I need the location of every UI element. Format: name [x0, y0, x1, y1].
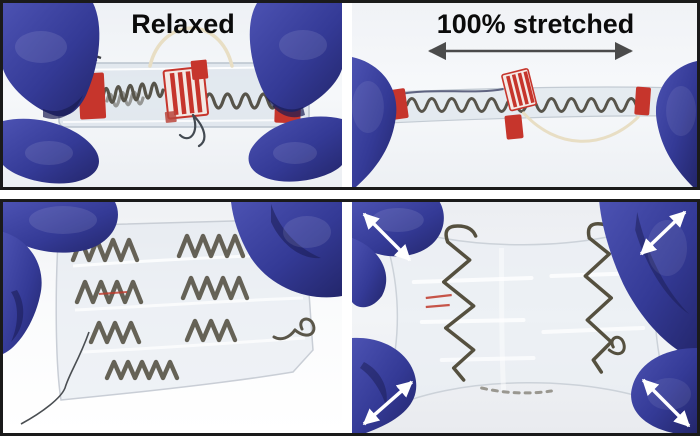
red-tab: [504, 114, 524, 140]
red-marks: [425, 293, 452, 309]
top-row: Relaxed: [0, 0, 700, 190]
stretch-arrow-top-left-icon: [362, 212, 412, 262]
dark-wire: [394, 88, 504, 96]
stretch-arrow-bottom-right-icon: [641, 378, 691, 428]
glove-left: [3, 3, 100, 184]
led-component: [501, 68, 537, 112]
panel-relaxed: Relaxed: [3, 3, 342, 187]
stretch-arrow-top-right-icon: [639, 210, 687, 256]
relaxed-photo: Relaxed: [3, 3, 342, 187]
led-component: [162, 59, 210, 123]
dark-wire: [178, 113, 206, 148]
biaxial-stretch-arrows: [362, 210, 691, 428]
serpentine-trace: [405, 97, 638, 113]
panel-patch-relaxed: [3, 202, 342, 433]
glove-left: [352, 57, 397, 187]
panel-divider: [342, 3, 352, 187]
label-relaxed: Relaxed: [131, 9, 235, 39]
red-mark: [98, 291, 128, 295]
stretched-photo: 100% stretched: [352, 3, 697, 187]
label-stretched: 100% stretched: [437, 9, 634, 39]
beige-wire: [148, 26, 234, 68]
serpentine-trace: [101, 81, 279, 110]
thin-wire: [20, 331, 90, 425]
serpentine-trace-columns: [441, 222, 626, 395]
panel-stretched: 100% stretched: [352, 3, 697, 187]
stretch-arrow-bottom-left-icon: [362, 380, 414, 426]
glove-right: [655, 61, 697, 187]
beige-wire: [522, 111, 640, 143]
panel-divider: [342, 202, 352, 433]
panel-patch-stretched: [352, 202, 697, 433]
glove-top-left: [3, 202, 118, 354]
trace-tail: [272, 317, 316, 341]
elastomer-film: [55, 218, 314, 401]
serpentine-trace-grid: [70, 233, 250, 381]
glove-top-right: [231, 202, 342, 298]
patch-relaxed-photo: [3, 202, 342, 433]
glove-right: [248, 3, 342, 182]
bottom-row: [0, 199, 700, 436]
red-electrode-right: [634, 86, 651, 116]
patch-stretched-photo: [352, 202, 697, 433]
